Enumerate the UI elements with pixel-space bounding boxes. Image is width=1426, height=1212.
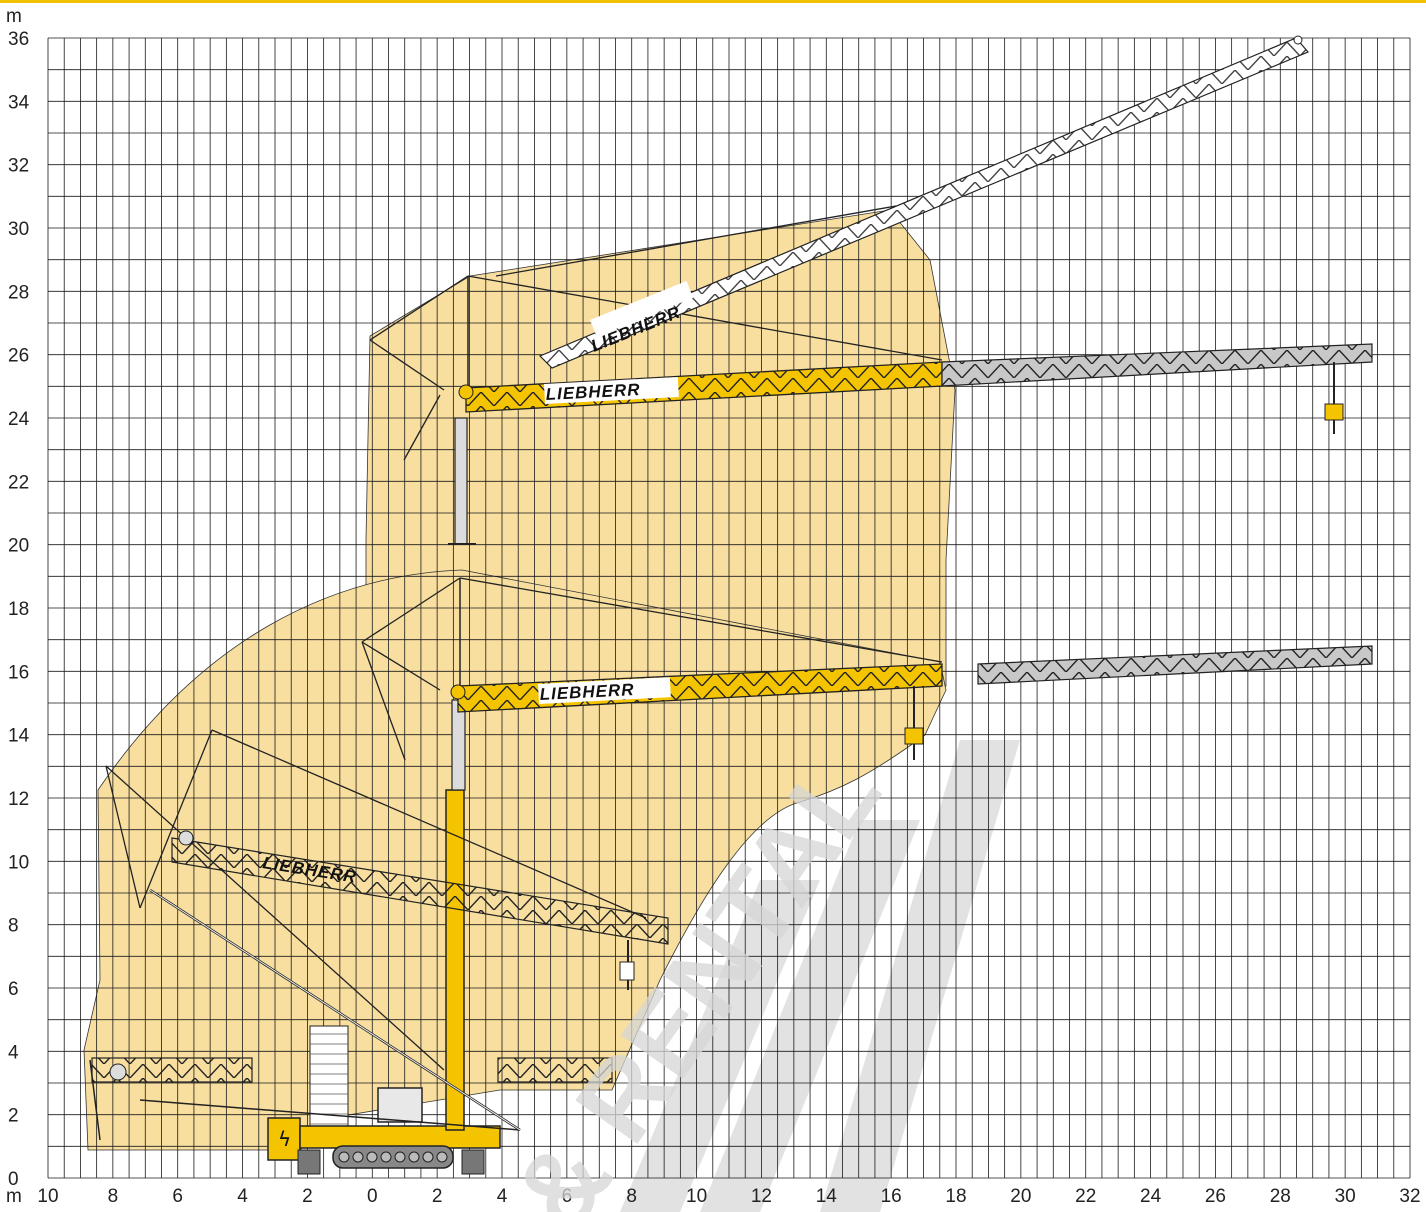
generator-box — [267, 1117, 301, 1161]
x-tick-label: 22 — [1075, 1186, 1096, 1207]
working-range-area-2 — [83, 569, 947, 1151]
y-tick-label: 32 — [8, 156, 29, 177]
track-wheel — [408, 1151, 420, 1163]
mid-position-boom: LIEBHERR — [361, 577, 1373, 761]
x-tick-label: 8 — [626, 1186, 637, 1207]
y-tick-label: 4 — [8, 1042, 19, 1063]
watermark-stripe — [820, 740, 1020, 1212]
x-tick-label: 14 — [816, 1186, 838, 1207]
x-tick-label: 4 — [497, 1186, 508, 1207]
x-axis-unit: m — [6, 1186, 22, 1207]
x-tick-label: 0 — [367, 1186, 378, 1207]
y-tick-label: 8 — [8, 916, 19, 937]
x-tick-label: 10 — [686, 1186, 707, 1207]
x-tick-label: 2 — [302, 1186, 313, 1207]
outrigger-left — [297, 1149, 321, 1175]
y-tick-label: 2 — [8, 1106, 19, 1127]
y-tick-label: 30 — [8, 219, 29, 240]
x-tick-label: 28 — [1270, 1186, 1291, 1207]
x-tick-label: 6 — [172, 1186, 183, 1207]
x-tick-label: 24 — [1140, 1186, 1162, 1207]
working-range-envelopes — [83, 209, 956, 1151]
brand-label-mid: LIEBHERR — [539, 680, 635, 704]
y-tick-label: 14 — [8, 726, 30, 747]
x-tick-label: 8 — [108, 1186, 119, 1207]
brand-label-high: LIEBHERR — [545, 380, 641, 404]
low-position-boom: LIEBHERR — [105, 729, 669, 1132]
high-position-boom: LIEBHERR — [369, 275, 1373, 461]
y-tick-label: 28 — [8, 282, 29, 303]
x-tick-label: 6 — [562, 1186, 573, 1207]
track-wheel — [422, 1151, 434, 1163]
crane-carrier: ϟ — [267, 1025, 501, 1175]
y-tick-label: 20 — [8, 536, 29, 557]
y-tick-label: 18 — [8, 599, 29, 620]
x-tick-label: 10 — [37, 1186, 58, 1207]
transport-position-boom — [89, 1057, 613, 1141]
y-tick-label: 12 — [8, 789, 29, 810]
y-tick-label: 34 — [8, 92, 30, 113]
track-wheel — [394, 1151, 406, 1163]
x-tick-label: 4 — [237, 1186, 248, 1207]
watermark-stripe — [620, 880, 820, 1212]
track-wheel — [380, 1151, 392, 1163]
track-wheel — [436, 1151, 448, 1163]
y-tick-label: 26 — [8, 346, 29, 367]
y-tick-label: 6 — [8, 979, 19, 1000]
chassis — [299, 1125, 501, 1149]
x-tick-label: 26 — [1205, 1186, 1226, 1207]
y-tick-label: 16 — [8, 662, 29, 683]
counterweight-stack — [309, 1025, 349, 1127]
top-accent-bar — [0, 0, 1426, 3]
x-tick-label: 16 — [881, 1186, 902, 1207]
track-wheel — [352, 1151, 364, 1163]
cabin — [377, 1087, 423, 1123]
y-tick-label: 36 — [8, 29, 29, 50]
track-wheel — [366, 1151, 378, 1163]
x-tick-label: 20 — [1010, 1186, 1031, 1207]
x-tick-label: 30 — [1335, 1186, 1356, 1207]
x-tick-label: 12 — [751, 1186, 772, 1207]
y-tick-label: 24 — [8, 409, 30, 430]
y-tick-label: 0 — [8, 1169, 19, 1190]
x-tick-label: 2 — [432, 1186, 443, 1207]
track-wheel — [338, 1151, 350, 1163]
x-tick-label: 18 — [945, 1186, 966, 1207]
x-tick-label: 32 — [1399, 1186, 1420, 1207]
y-axis-unit: m — [6, 6, 22, 27]
outrigger-right — [461, 1149, 485, 1175]
y-tick-label: 22 — [8, 472, 29, 493]
electric-icon: ϟ — [278, 1127, 291, 1151]
crawler-track — [332, 1145, 454, 1169]
tower-mast — [445, 417, 476, 1131]
y-tick-label: 10 — [8, 852, 29, 873]
